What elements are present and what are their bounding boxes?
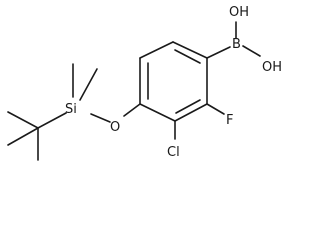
chlorine-label: Cl: [167, 145, 180, 160]
bond-ring-oxygen: [123, 103, 141, 117]
bond-oxygen-silicon: [90, 113, 111, 123]
bond-si-methyl-2: [79, 68, 98, 101]
bond-ring-boron: [206, 46, 231, 59]
oh-right-label: OH: [262, 60, 282, 75]
structure-canvas: OH B OH F Cl O Si: [7, 5, 282, 161]
bond-tbutyl-methyl-2: [7, 127, 39, 146]
silicon-label: Si: [65, 102, 77, 117]
ring-bond-6: [139, 41, 174, 59]
molecule-diagram: OH B OH F Cl O Si: [7, 5, 282, 161]
boron-label: B: [232, 37, 241, 52]
oxygen-label: O: [110, 120, 120, 135]
bond-si-tbutyl: [37, 112, 67, 129]
oh-top-label: OH: [229, 5, 249, 20]
ring-double-bond-2: [175, 99, 201, 114]
benzene-ring: [139, 41, 208, 122]
ring-bond-3: [174, 103, 208, 122]
bond-ring-fluorine: [206, 103, 225, 115]
bond-boron-oh-right: [242, 45, 261, 57]
fluorine-label: F: [226, 113, 233, 128]
fluoro-substituent: F: [206, 103, 233, 128]
bond-tbutyl-methyl-1: [7, 111, 39, 129]
silyl-ether-group: O Si: [7, 63, 141, 161]
chloro-substituent: Cl: [167, 120, 180, 160]
boronic-acid-group: OH B OH: [206, 5, 282, 75]
ring-double-bond-1: [174, 49, 201, 64]
ring-bond-1: [172, 41, 208, 59]
ring-bond-4: [139, 103, 176, 122]
